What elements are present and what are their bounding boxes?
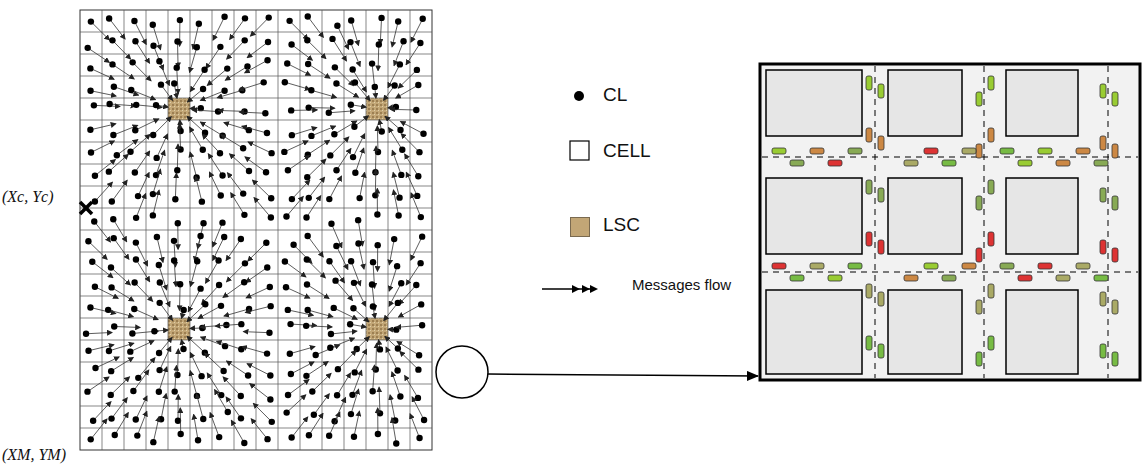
lsc-cell xyxy=(366,318,388,340)
lsc-cell xyxy=(168,98,190,120)
legend-swatch xyxy=(570,217,590,237)
legend-text: CELL xyxy=(603,140,651,162)
cell-symbol xyxy=(570,141,589,160)
center-mark xyxy=(80,202,92,214)
coordinate-label: (XM, YM) xyxy=(2,446,66,464)
road-map xyxy=(760,64,1140,380)
message-flow-symbol xyxy=(542,285,598,293)
legend-text: LSC xyxy=(603,214,640,236)
cell-grid xyxy=(80,10,432,450)
legend-text: Messages flow xyxy=(632,276,742,294)
lsc-cell xyxy=(366,98,388,120)
cl-symbol xyxy=(574,91,584,101)
legend-text: CL xyxy=(603,84,627,106)
message-flow xyxy=(83,13,427,446)
lsc-cell xyxy=(168,318,190,340)
zoom-circle xyxy=(436,346,488,398)
coordinate-label: (Xc, Yc) xyxy=(2,188,54,206)
zoom-arrow xyxy=(488,374,758,376)
